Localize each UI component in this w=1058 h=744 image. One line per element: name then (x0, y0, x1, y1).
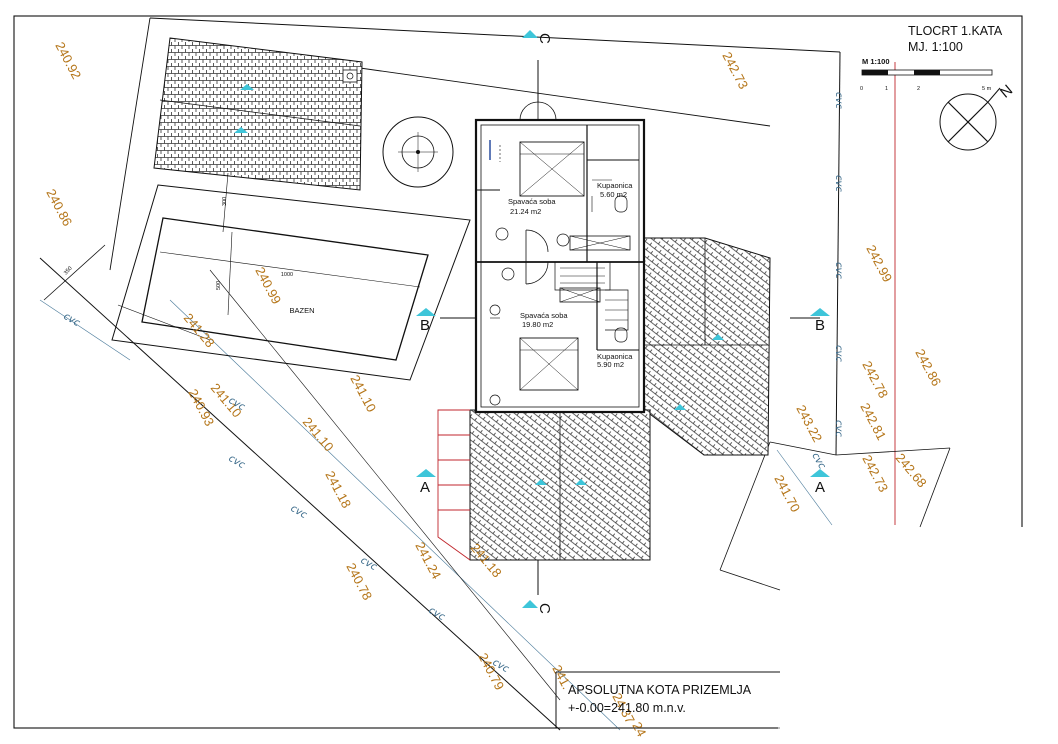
title-block: TLOCRT 1.KATA MJ. 1:100 (908, 24, 1003, 54)
room-area-3: 19.80 m2 (522, 320, 553, 329)
pool-dim-gap: 300 (222, 197, 228, 206)
elevation-8: 242.78 (859, 358, 891, 400)
drawing-frame (13, 15, 1023, 729)
room-area-2: 5.60 m2 (600, 190, 627, 199)
room-area-4: 5.90 m2 (597, 360, 624, 369)
room-area-1: 21.24 m2 (510, 207, 541, 216)
elevation-16: 241.10 (300, 414, 337, 454)
pipe-label-7: cvc (833, 92, 844, 109)
pool-dim-width: 500 (216, 281, 222, 290)
section-a-right: A (815, 479, 825, 496)
section-b-left: B (420, 317, 430, 334)
scale-tick-1: 1 (885, 86, 888, 92)
pool-dim-side: 350 (63, 265, 74, 276)
pipe-label-5: cvc (427, 605, 448, 623)
section-a-left: A (420, 479, 430, 496)
room-name-1: Spavaća soba (508, 197, 556, 206)
terrace-top (153, 37, 363, 191)
drawing-title: TLOCRT 1.KATA (908, 24, 1003, 38)
entry-steps (437, 409, 471, 561)
elevation-note-title: APSOLUTNA KOTA PRIZEMLJA (568, 683, 752, 697)
elevation-17: 241.70 (771, 472, 803, 514)
property-boundaries (39, 17, 951, 731)
pool-dim-length: 1000 (281, 272, 293, 278)
circular-feature (382, 116, 454, 188)
pipe-label-9: cvc (833, 262, 844, 279)
pipe-label-2: cvc (227, 453, 248, 471)
section-c-bottom: C (536, 603, 553, 614)
elevation-5: 242.99 (863, 242, 895, 284)
drain-marker (342, 69, 358, 83)
pipe-label-10: cvc (833, 345, 844, 362)
pipe-label-13: cvc (809, 451, 827, 472)
pool-label: BAZEN (289, 306, 314, 315)
house-floor-1 (474, 101, 646, 414)
north-arrow: N (939, 82, 1016, 151)
room-name-3: Spavaća soba (520, 311, 568, 320)
room-labels: Spavaća soba 21.24 m2 Kupaonica 5.60 m2 … (508, 181, 633, 369)
pipe-label-11: cvc (833, 420, 844, 437)
elevation-10: 242.81 (857, 400, 889, 442)
elevation-25: 24 (629, 719, 649, 739)
elevation-20: 241.24 (412, 539, 444, 581)
pool: BAZEN 1000 500 300 350 (63, 172, 471, 381)
room-name-4: Kupaonica (597, 352, 633, 361)
elevation-note-value: +-0.00=241.80 m.n.v. (568, 701, 686, 715)
elevation-12: 243.22 (793, 402, 825, 444)
elevation-note: APSOLUTNA KOTA PRIZEMLJA +-0.00=241.80 m… (555, 671, 780, 729)
blank-corner (778, 527, 1058, 744)
section-b-right: B (815, 317, 825, 334)
elevation-18: 241.18 (322, 468, 354, 510)
elevation-2: 242.73 (719, 49, 751, 91)
scale-tick-3: 5 m (982, 86, 992, 92)
elevation-14: 242.73 (859, 452, 891, 494)
room-name-2: Kupaonica (597, 181, 633, 190)
north-label: N (997, 82, 1016, 102)
elevation-7: 242.86 (912, 346, 944, 388)
scale-bar-label: M 1:100 (862, 57, 890, 66)
scale-tick-2: 2 (917, 86, 920, 92)
pipe-label-8: cvc (833, 175, 844, 192)
elevation-6: 241.28 (181, 310, 218, 350)
drawing-scale: MJ. 1:100 (908, 40, 963, 54)
elevation-4: 240.99 (252, 264, 284, 306)
elevation-1: 240.92 (52, 39, 84, 81)
elevation-15: 242.68 (893, 450, 930, 490)
elevation-3: 240.86 (43, 186, 75, 228)
scale-bar: M 1:100 0 1 2 5 m (860, 57, 993, 92)
pipe-label-1: cvc (62, 311, 83, 329)
roof-right (637, 237, 771, 456)
section-c-top: C (536, 33, 553, 44)
pipe-label-3: cvc (289, 503, 310, 521)
section-markers: B B A A C C (416, 30, 830, 614)
scale-tick-0: 0 (860, 86, 863, 92)
elevation-9: 241.10 (347, 372, 379, 414)
